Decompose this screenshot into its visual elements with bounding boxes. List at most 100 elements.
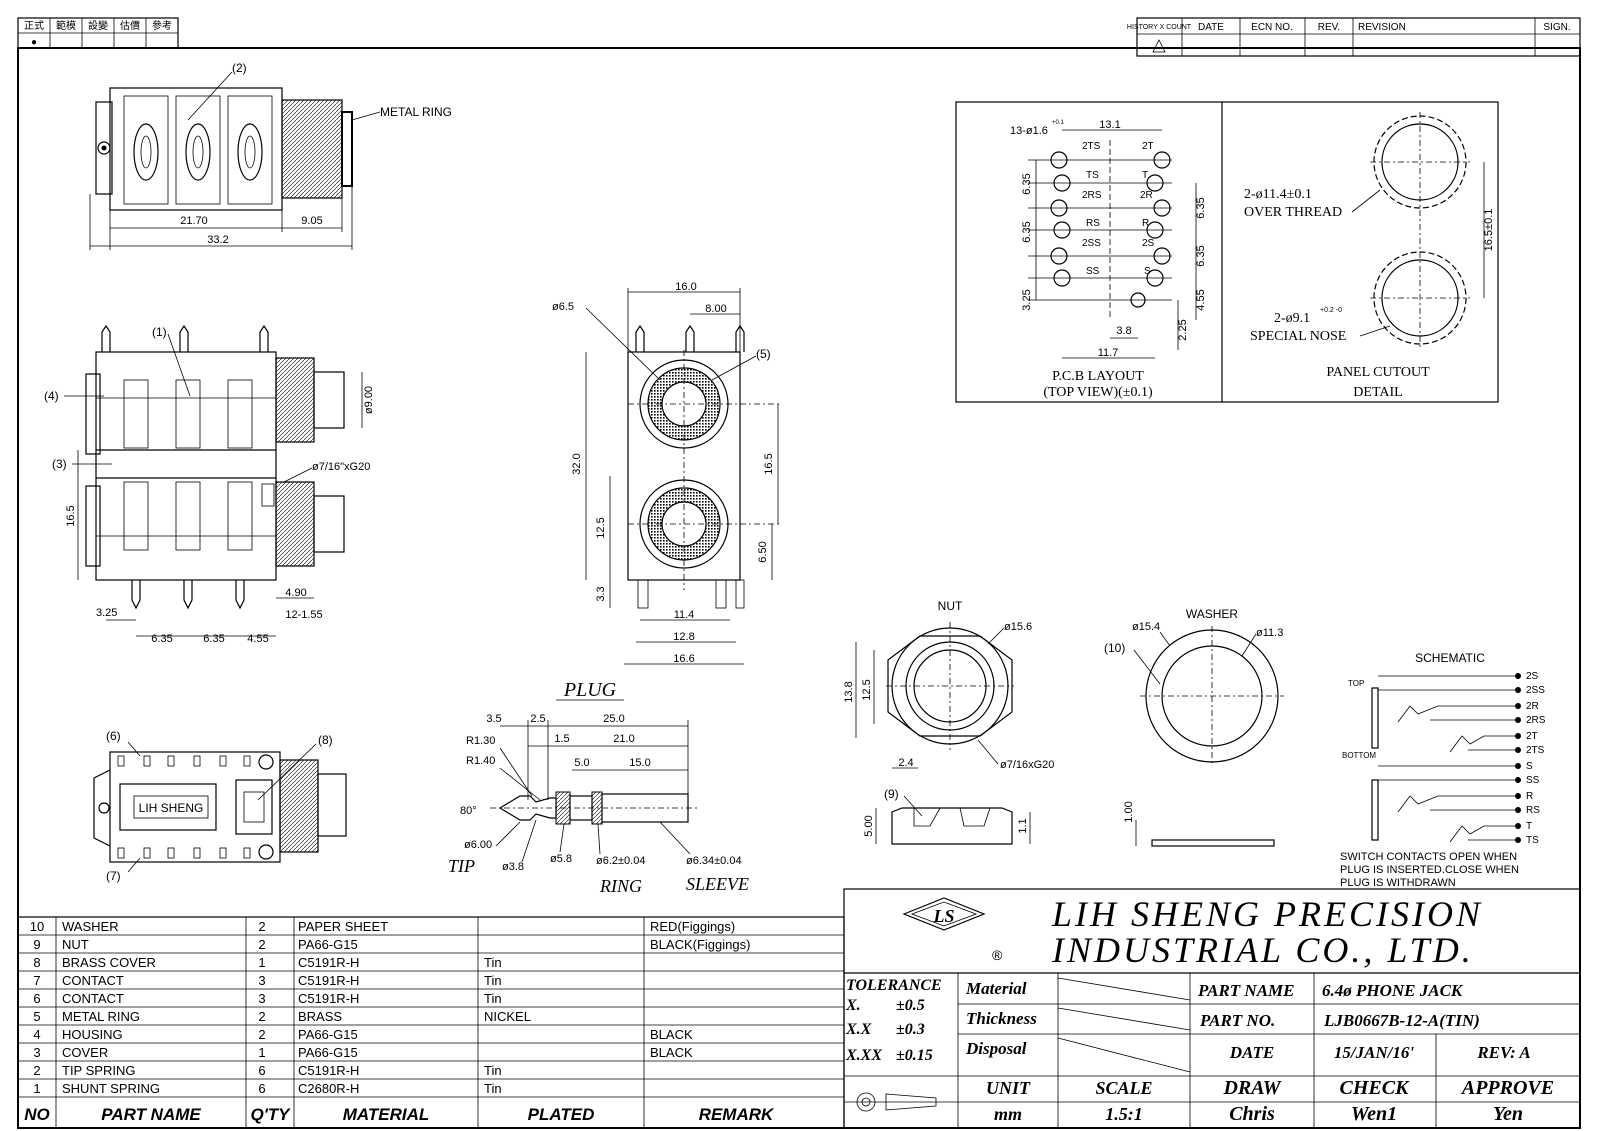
dim-3-25-side: 3.25	[96, 607, 117, 619]
pcb-pin-2ss: 2SS	[1082, 238, 1101, 249]
panel-special-1: 2-ø9.1	[1274, 311, 1310, 326]
pcb-caption-2: (TOP VIEW)(±0.1)	[1043, 385, 1153, 400]
side-thread-label: ø7/16"xG20	[312, 461, 370, 473]
plug-d-3-8: ø3.8	[502, 861, 524, 873]
callout-4: (4)	[44, 389, 59, 403]
callout-7: (7)	[106, 869, 121, 883]
schematic: SCHEMATIC TOP BOTTOM 2S 2SS 2R 2RS 2T 2T	[1340, 651, 1546, 889]
washer-drawing: WASHER ø15.4 ø11.3 (10) 1.00	[1104, 607, 1284, 847]
plug-r-1-40: R1.40	[466, 755, 495, 767]
bom-cell-r4-c3: 3	[258, 973, 265, 988]
material-label: Material	[965, 979, 1027, 998]
plug-angle: 80°	[460, 805, 477, 817]
dim-12-155: 12-1.55	[285, 609, 322, 621]
nut-title: NUT	[938, 599, 963, 613]
nut-dim-13-8: 13.8	[843, 681, 855, 702]
pcb-pin-s: S	[1144, 266, 1151, 277]
pcb-pin-ss: SS	[1086, 266, 1100, 277]
plug-dim-25-0: 25.0	[603, 713, 624, 725]
dim-9-00: ø9.00	[363, 386, 375, 414]
bom-cell-r6-c1: 5	[33, 1009, 40, 1024]
dim-4-90-side: 4.90	[285, 587, 306, 599]
bom-cell-r7-c1: 4	[33, 1027, 40, 1042]
bom-cell-r6-c2: METAL RING	[62, 1009, 140, 1024]
tol-xx-value: ±0.3	[896, 1021, 925, 1038]
unit-label: UNIT	[986, 1078, 1031, 1098]
nut-dim-12-5: 12.5	[861, 679, 873, 700]
bom-cell-r2-c6: BLACK(Figgings)	[650, 937, 750, 952]
dim-12-5-front: 12.5	[595, 517, 607, 538]
schematic-note-3: PLUG IS WITHDRAWN	[1340, 877, 1456, 889]
schem-pin-r: R	[1526, 791, 1533, 802]
washer-title: WASHER	[1186, 607, 1239, 621]
company-logo-icon	[902, 897, 986, 931]
plug-d-6-00: ø6.00	[464, 839, 492, 851]
tol-xx-label: X.X	[845, 1021, 872, 1038]
plug-dim-5-0: 5.0	[574, 757, 589, 769]
dim-6-35-side-b: 6.35	[203, 633, 224, 645]
tol-xxx-label: X.XX	[845, 1047, 882, 1064]
pcb-pin-2ts: 2TS	[1082, 141, 1101, 152]
bom-cell-r5-c3: 3	[258, 991, 265, 1006]
title-block: LS ® LIH SHENG PRECISION INDUSTRIAL CO.,…	[843, 888, 1581, 1129]
front-view: 16.0 8.00 ø6.5 (5) 32.0 16.5 12.5 6.50 3…	[552, 281, 780, 665]
rev-value: REV: A	[1476, 1043, 1530, 1062]
nut-d-15-6: ø15.6	[1004, 621, 1032, 633]
pcb-dim-6-35-c: 6.35	[1195, 197, 1207, 218]
bom-cell-r5-c2: CONTACT	[62, 991, 124, 1006]
pcb-dim-3-25: 3.25	[1021, 289, 1033, 310]
dim-9-05: 9.05	[301, 215, 322, 227]
dim-16-0: 16.0	[675, 281, 696, 293]
plug-title: PLUG	[563, 679, 617, 701]
status-cell-1: 正式	[24, 19, 44, 32]
bom-cell-r5-c5: Tin	[484, 991, 502, 1006]
bom-cell-r4-c1: 7	[33, 973, 40, 988]
plug-d-6-2: ø6.2±0.04	[596, 855, 645, 867]
bom-cell-r3-c3: 1	[258, 955, 265, 970]
dim-33-2: 33.2	[207, 234, 228, 246]
pcb-pin-ts: TS	[1086, 170, 1099, 181]
bom-cell-r8-c3: 1	[258, 1045, 265, 1060]
bom-cell-r3-c4: C5191R-H	[298, 955, 359, 970]
bom-cell-r5-c1: 6	[33, 991, 40, 1006]
bom-cell-r2-c3: 2	[258, 937, 265, 952]
bom-cell-r3-c5: Tin	[484, 955, 502, 970]
panel-over-thread-2: OVER THREAD	[1244, 205, 1342, 220]
status-boxes: 正式 範模 設變 估價 參考 ●	[17, 17, 179, 49]
approve-value: Yen	[1493, 1103, 1523, 1125]
pcb-dim-6-35-b: 6.35	[1021, 221, 1033, 242]
dim-12-8: 12.8	[673, 631, 694, 643]
plug-dim-21-0: 21.0	[613, 733, 634, 745]
top-view: METAL RING (2) 21.70 9.05 33.2	[89, 61, 452, 250]
status-cell-3: 設變	[88, 19, 108, 32]
callout-10: (10)	[1104, 641, 1125, 655]
pcb-dim-11-7: 11.7	[1098, 347, 1119, 359]
draw-value: Chris	[1229, 1103, 1275, 1125]
bom-cell-r6-c3: 2	[258, 1009, 265, 1024]
dim-11-4: 11.4	[674, 609, 695, 621]
bom-header-6: REMARK	[699, 1105, 775, 1124]
draw-label: DRAW	[1222, 1077, 1281, 1099]
bom-cell-r9-c4: C5191R-H	[298, 1063, 359, 1078]
panel-over-thread-1: 2-ø11.4±0.1	[1244, 187, 1312, 202]
bom-cell-r8-c4: PA66-G15	[298, 1045, 358, 1060]
callout-1: (1)	[152, 325, 167, 339]
pcb-pin-r: R	[1142, 218, 1149, 229]
bom-cell-r7-c4: PA66-G15	[298, 1027, 358, 1042]
dim-6-35-side-a: 6.35	[151, 633, 172, 645]
revision-label: REVISION	[1358, 22, 1406, 33]
nut-dim-5-00: 5.00	[863, 815, 875, 836]
plug-dim-2-5: 2.5	[530, 713, 545, 725]
schematic-bottom: BOTTOM	[1342, 751, 1376, 760]
status-marker: ●	[31, 37, 37, 48]
bom-cell-r1-c4: PAPER SHEET	[298, 919, 388, 934]
part-no-label: PART NO.	[1199, 1011, 1275, 1030]
bom-cell-r1-c1: 10	[30, 919, 44, 934]
sign-label: SIGN.	[1543, 22, 1570, 33]
pcb-dim-2-25: 2.25	[1177, 319, 1189, 340]
bom-cell-r10-c1: 1	[33, 1081, 40, 1096]
metal-ring-label: METAL RING	[380, 105, 452, 119]
pcb-dim-3-8: 3.8	[1116, 325, 1131, 337]
plug-dim-3-5: 3.5	[486, 713, 501, 725]
